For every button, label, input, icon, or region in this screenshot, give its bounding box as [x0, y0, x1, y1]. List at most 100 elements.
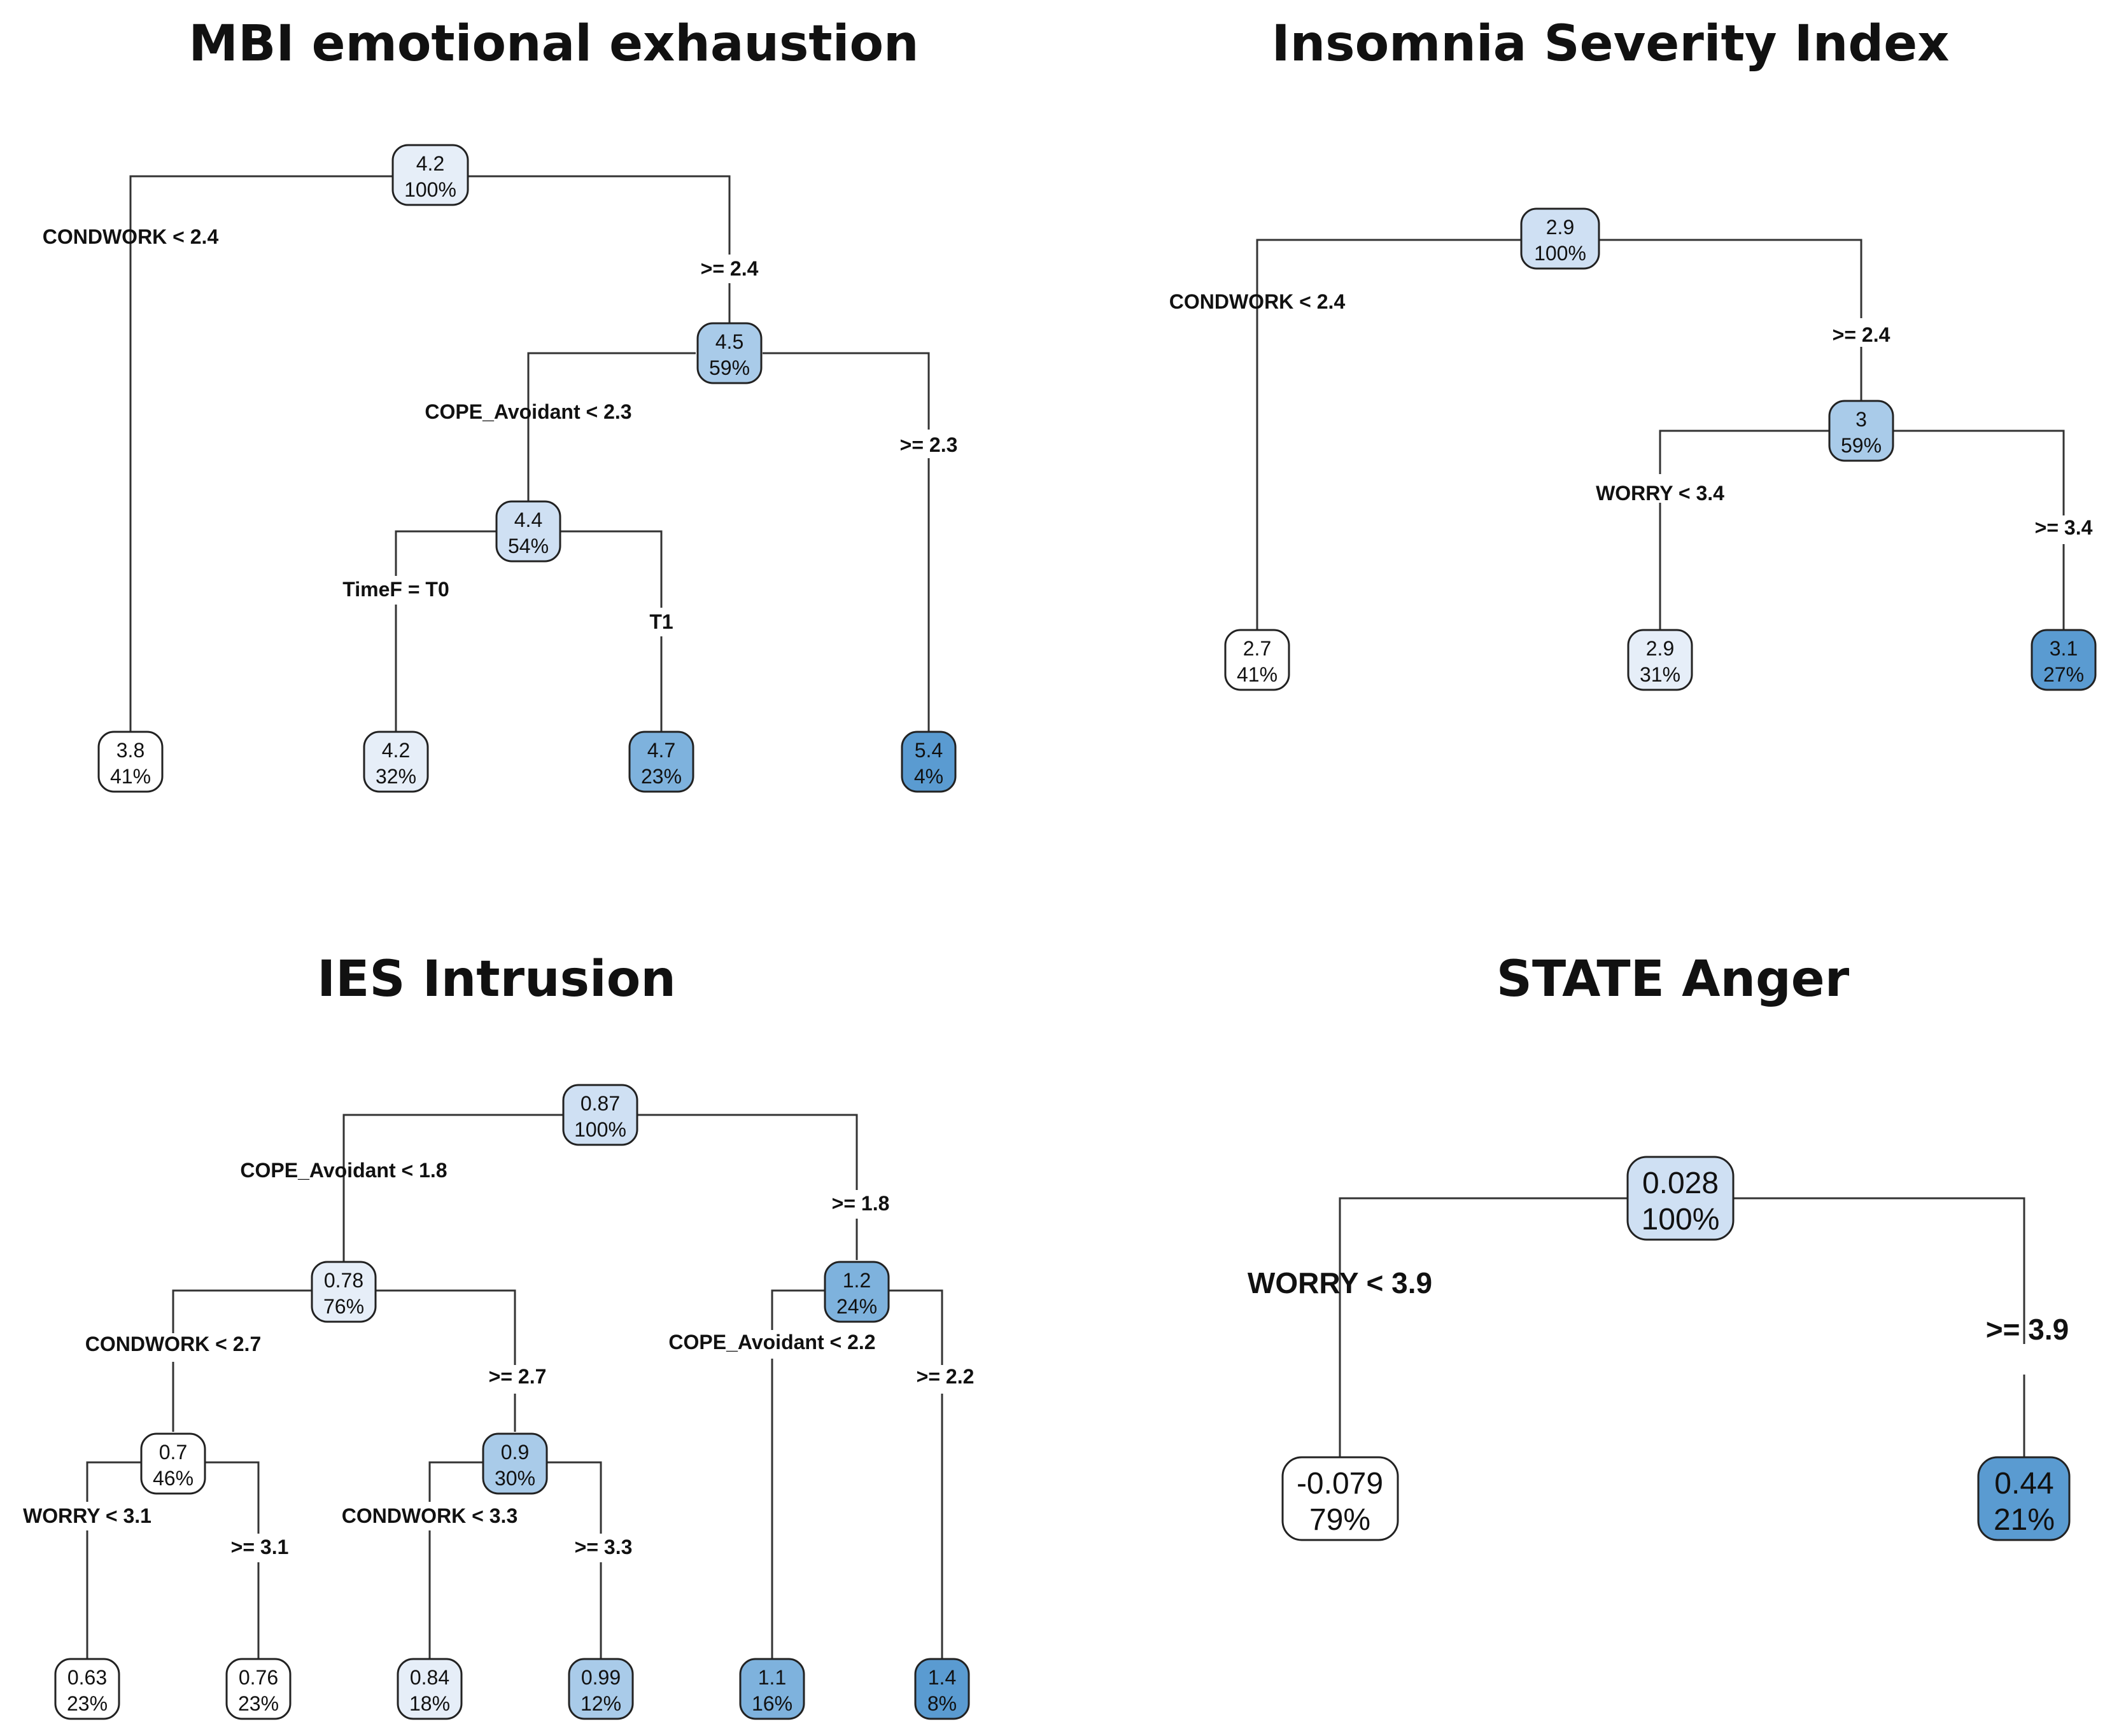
node-value: 0.99 — [581, 1666, 621, 1689]
tree-node: 0.63 23% — [54, 1658, 120, 1720]
split-label: COPE_Avoidant < 2.3 — [425, 400, 631, 423]
split-label: >= 2.3 — [900, 433, 958, 456]
node-percent: 23% — [641, 765, 682, 788]
split-label: WORRY < 3.9 — [1248, 1266, 1432, 1299]
edge — [376, 1289, 516, 1365]
tree-node: 2.7 41% — [1224, 629, 1290, 691]
node-percent: 12% — [581, 1692, 621, 1715]
tree-node: 0.87 100% — [562, 1084, 638, 1146]
tree-node: 1.2 24% — [824, 1261, 890, 1323]
edge — [1599, 239, 1862, 318]
split-label: T1 — [649, 610, 673, 633]
tree-node: 0.78 76% — [311, 1261, 377, 1323]
node-box — [1828, 400, 1894, 462]
tree-node: 1.1 16% — [739, 1658, 805, 1720]
node-value: 3.1 — [2050, 637, 2078, 660]
node-percent: 32% — [376, 765, 416, 788]
edge — [560, 530, 663, 608]
node-box — [628, 731, 694, 793]
node-value: 1.1 — [758, 1666, 786, 1689]
node-box — [1627, 629, 1693, 691]
split-label: >= 3.9 — [1986, 1313, 2069, 1346]
tree-node: 4.4 54% — [495, 500, 561, 563]
split-label: >= 2.2 — [917, 1365, 975, 1388]
node-percent: 59% — [709, 356, 750, 379]
tree-node: 4.7 23% — [628, 731, 694, 793]
tree-title: IES Intrusion — [317, 951, 676, 1008]
edge — [86, 1461, 141, 1502]
tree-node: 4.5 59% — [696, 322, 763, 384]
node-box — [1626, 1156, 1735, 1241]
tree-node: 3.8 41% — [97, 731, 164, 793]
tree-node: 4.2 32% — [363, 731, 429, 793]
tree-nodes: 0.028 100% -0.079 79% 0.44 21% — [1281, 1156, 2071, 1541]
tree-edges — [129, 175, 930, 738]
node-percent: 76% — [323, 1295, 364, 1318]
node-box — [568, 1658, 634, 1720]
node-box — [225, 1658, 292, 1720]
edge — [1659, 430, 1830, 474]
node-box — [914, 1658, 970, 1720]
node-value: 5.4 — [915, 739, 943, 762]
node-box — [1977, 1456, 2071, 1541]
split-labels: COPE_Avoidant < 1.8 >= 1.8 CONDWORK < 2.… — [23, 1159, 974, 1558]
node-percent: 16% — [752, 1692, 792, 1715]
tree-node: 1.4 8% — [914, 1658, 970, 1720]
edge — [637, 1114, 858, 1190]
split-label: CONDWORK < 3.3 — [342, 1504, 517, 1527]
edge — [395, 530, 496, 576]
node-value: 0.76 — [239, 1666, 278, 1689]
node-value: 4.2 — [382, 739, 410, 762]
edge — [763, 352, 930, 430]
node-box — [495, 500, 561, 563]
split-labels: CONDWORK < 2.4 >= 2.4 COPE_Avoidant < 2.… — [43, 225, 958, 633]
split-label: >= 2.4 — [1833, 323, 1890, 346]
node-box — [1224, 629, 1290, 691]
node-box — [739, 1658, 805, 1720]
node-box — [54, 1658, 120, 1720]
split-label: COPE_Avoidant < 1.8 — [240, 1159, 447, 1182]
tree-title: MBI emotional exhaustion — [188, 15, 919, 73]
tree-node: 2.9 100% — [1520, 207, 1600, 270]
node-value: 4.5 — [715, 330, 743, 353]
tree-node: 0.7 46% — [140, 1432, 206, 1495]
node-percent: 27% — [2043, 663, 2084, 686]
edge — [1339, 1197, 1628, 1457]
tree-node: 0.84 18% — [397, 1658, 463, 1720]
node-value: 3 — [1855, 408, 1867, 431]
node-box — [824, 1261, 890, 1323]
node-value: 2.9 — [1546, 216, 1574, 239]
node-percent: 41% — [1237, 663, 1278, 686]
tree-ies: IES Intrusion — [23, 951, 974, 1720]
node-value: 0.84 — [410, 1666, 449, 1689]
node-value: -0.079 — [1297, 1467, 1383, 1501]
split-label: CONDWORK < 2.7 — [85, 1333, 261, 1355]
node-percent: 59% — [1841, 434, 1882, 457]
tree-mbi: MBI emotional exhaustion CONDWORK < 2.4 … — [43, 15, 958, 793]
edge — [129, 175, 395, 738]
tree-node: 5.4 4% — [901, 731, 957, 793]
node-percent: 46% — [153, 1467, 194, 1490]
node-percent: 21% — [1994, 1503, 2055, 1537]
split-label: >= 2.4 — [701, 257, 759, 280]
tree-edges — [1339, 1197, 2025, 1457]
node-value: 0.44 — [1994, 1467, 2053, 1501]
tree-node: 3 59% — [1828, 400, 1894, 462]
edge — [1894, 430, 2065, 515]
node-value: 2.9 — [1646, 637, 1674, 660]
node-value: 3.8 — [116, 739, 144, 762]
node-value: 1.4 — [928, 1666, 956, 1689]
node-box — [363, 731, 429, 793]
split-label: >= 3.4 — [2035, 516, 2093, 539]
split-label: >= 2.7 — [489, 1365, 547, 1388]
tree-node: 4.2 100% — [391, 144, 469, 206]
edge — [468, 175, 731, 255]
tree-edges — [86, 1114, 943, 1664]
node-percent: 23% — [238, 1692, 279, 1715]
tree-title: STATE Anger — [1496, 951, 1850, 1008]
edge — [205, 1461, 260, 1534]
split-label: >= 3.1 — [231, 1536, 289, 1558]
split-label: WORRY < 3.4 — [1596, 482, 1724, 505]
tree-nodes: 0.87 100% 0.78 76% 1.2 24% 0.7 46% 0.9 — [54, 1084, 970, 1720]
